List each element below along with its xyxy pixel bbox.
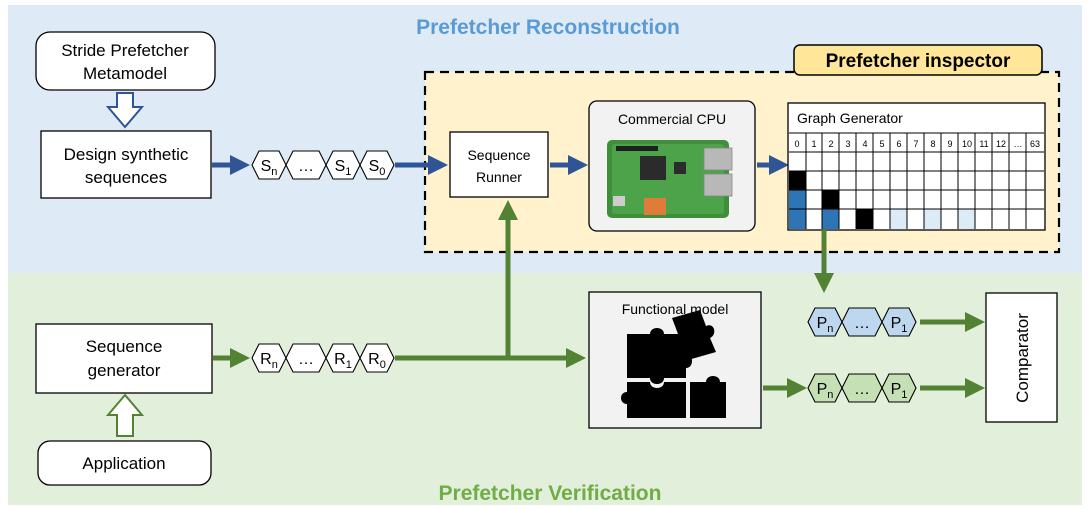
grid-header: 4	[862, 139, 867, 149]
functional-label: Functional model	[622, 301, 729, 317]
seq-ellipsis: …	[298, 351, 314, 368]
grid-header: …	[1014, 139, 1023, 149]
grid-header: 5	[879, 139, 884, 149]
grid-header: 12	[996, 139, 1006, 149]
grid-cell-light	[890, 209, 907, 229]
grid-header: 63	[1030, 139, 1040, 149]
grid-header: 2	[828, 139, 833, 149]
grid-cell-blue	[789, 209, 806, 229]
p-sequence-blue: Pn … P1	[807, 307, 917, 337]
application-label: Application	[82, 454, 165, 473]
seq-token: Sn	[261, 158, 278, 178]
metamodel-box	[35, 31, 216, 91]
graph-label: Graph Generator	[797, 110, 903, 126]
grid-header: 6	[896, 139, 901, 149]
grid-cell-black	[856, 209, 873, 229]
seq-ellipsis: …	[854, 315, 870, 332]
application-box	[37, 440, 212, 486]
seqgen-line2: generator	[88, 361, 161, 380]
seq-token: Pn	[817, 315, 834, 335]
metamodel-line2: Metamodel	[83, 64, 167, 83]
grid-cell-blue	[822, 209, 839, 229]
runner-line2: Runner	[476, 169, 522, 185]
reconstruction-title: Prefetcher Reconstruction	[416, 16, 680, 39]
r-sequence: Rn … R1 R0	[251, 343, 395, 373]
seq-hex	[359, 150, 395, 180]
runner-line1: Sequence	[467, 147, 530, 163]
seqgen-line1: Sequence	[86, 337, 163, 356]
cpu-board-image	[607, 140, 733, 218]
grid-header: 3	[845, 139, 850, 149]
grid-header: 1	[811, 139, 816, 149]
seq-token: S0	[369, 158, 386, 178]
seq-token: P1	[891, 381, 908, 401]
grid-header: 8	[930, 139, 935, 149]
seq-token: Pn	[817, 381, 834, 401]
puzzle-icon	[621, 310, 726, 418]
seq-ellipsis: …	[854, 381, 870, 398]
seq-token: R1	[334, 351, 352, 371]
grid-cell-black	[822, 190, 839, 209]
grid-header: 11	[979, 139, 988, 149]
inspector-label-box	[793, 44, 1043, 76]
grid-cell-light	[924, 209, 941, 229]
seq-token: Rn	[260, 351, 278, 371]
hollow-arrow-up-green	[105, 393, 145, 437]
seq-ellipsis: …	[298, 158, 314, 175]
design-line2: sequences	[85, 168, 167, 187]
seq-hex	[359, 343, 395, 373]
seq-hex	[881, 373, 917, 403]
sequence-generator-box	[35, 323, 213, 394]
seq-token: R0	[368, 351, 386, 371]
verification-title: Prefetcher Verification	[439, 482, 662, 505]
design-sequences-box	[40, 130, 212, 199]
inspector-label: Prefetcher inspector	[826, 51, 1011, 72]
grid-header: 7	[913, 139, 918, 149]
design-line1: Design synthetic	[64, 145, 189, 164]
grid-cell-black	[789, 171, 806, 190]
seq-hex	[881, 307, 917, 337]
grid-header: 10	[962, 139, 972, 149]
grid-header: 0	[794, 139, 799, 149]
seq-token: S1	[335, 158, 352, 178]
metamodel-line1: Stride Prefetcher	[61, 41, 189, 60]
sequence-runner-box	[449, 131, 549, 198]
seq-token: P1	[891, 315, 908, 335]
grid-cell-light	[958, 209, 975, 229]
grid-cell-blue	[789, 190, 806, 209]
cpu-label: Commercial CPU	[618, 111, 726, 127]
comparator-box	[985, 292, 1058, 423]
p-sequence-green: Pn … P1	[807, 373, 917, 403]
s-sequence: Sn … S1 S0	[251, 150, 395, 180]
comparator-label: Comparator	[1013, 313, 1032, 403]
grid-header: 9	[947, 139, 952, 149]
graph-grid: 0 1 2 3 4 5 6 7 8 9 10 11 12 … 63	[789, 132, 1044, 229]
hollow-arrow-down-blue	[105, 92, 145, 129]
